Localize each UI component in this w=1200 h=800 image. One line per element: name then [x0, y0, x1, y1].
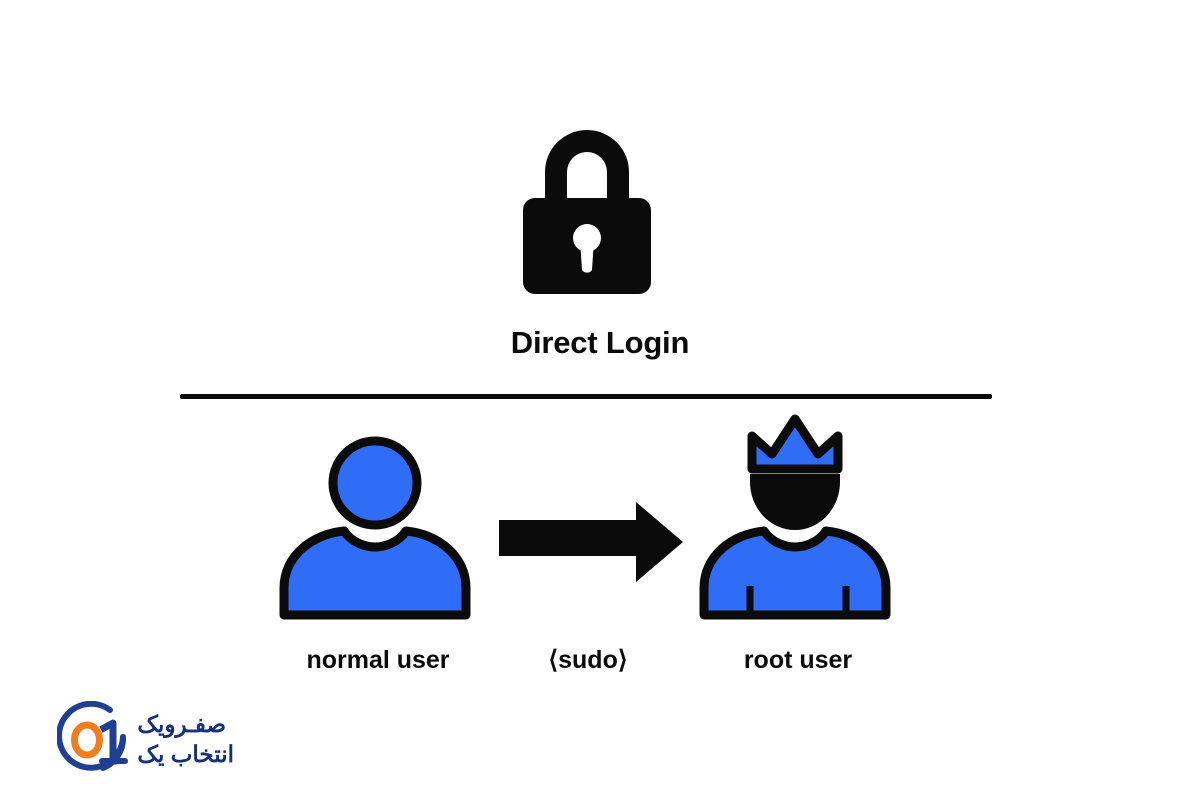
normal-user-icon [278, 410, 478, 625]
brand-watermark: صفـرویک انتخاب یک [26, 698, 236, 780]
caption-normal-user: normal user [306, 646, 450, 674]
zero-one-logo-icon [57, 701, 133, 777]
caption-sudo: ⟨sudo⟩ [548, 646, 628, 674]
horizontal-rule [180, 394, 992, 399]
right-arrow-icon [496, 500, 686, 585]
brand-line-1: صفـرویک [137, 711, 227, 737]
brand-wordmark: صفـرویک انتخاب یک [137, 709, 236, 769]
brand-line-2: انتخاب یک [137, 741, 234, 767]
root-user-crown-icon [698, 410, 898, 625]
padlock-icon [523, 122, 651, 294]
caption-root-user: root user [743, 646, 853, 674]
page-title: Direct Login [510, 325, 690, 360]
